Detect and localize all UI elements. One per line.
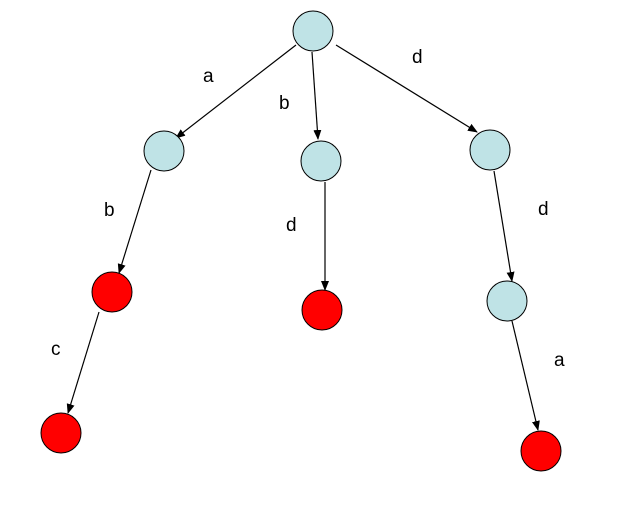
edge-label-root-to-b: b [279, 93, 290, 114]
edge-root-to-a [175, 44, 297, 139]
node-dd [486, 280, 528, 322]
edge-label-d-to-d: d [538, 199, 549, 220]
edge-label-b-to-c: c [51, 339, 61, 360]
edge-label-b-to-d: d [286, 215, 297, 236]
edge-label-root-to-a: a [203, 66, 214, 87]
edge-label-a-to-b: b [104, 200, 115, 221]
edges [66, 44, 540, 431]
node-abc [40, 412, 82, 454]
node-dda [520, 430, 562, 472]
edge-label-d-to-a: a [554, 350, 565, 371]
node-a [143, 130, 185, 172]
edge-root-to-b [311, 51, 322, 140]
edge-a-to-b [117, 169, 152, 274]
edge-d-to-d [493, 170, 515, 282]
edge-label-root-to-d: d [412, 47, 423, 68]
node-bd [301, 289, 343, 331]
edge-d-to-a [511, 320, 540, 431]
node-d [469, 129, 511, 171]
edge-b-to-c [66, 311, 100, 414]
edge-root-to-d [335, 44, 478, 133]
edge-labels: a b d b d d c a [51, 47, 565, 371]
node-root [292, 10, 334, 52]
node-ab [91, 271, 133, 313]
nodes [40, 10, 562, 472]
node-b [300, 140, 342, 182]
